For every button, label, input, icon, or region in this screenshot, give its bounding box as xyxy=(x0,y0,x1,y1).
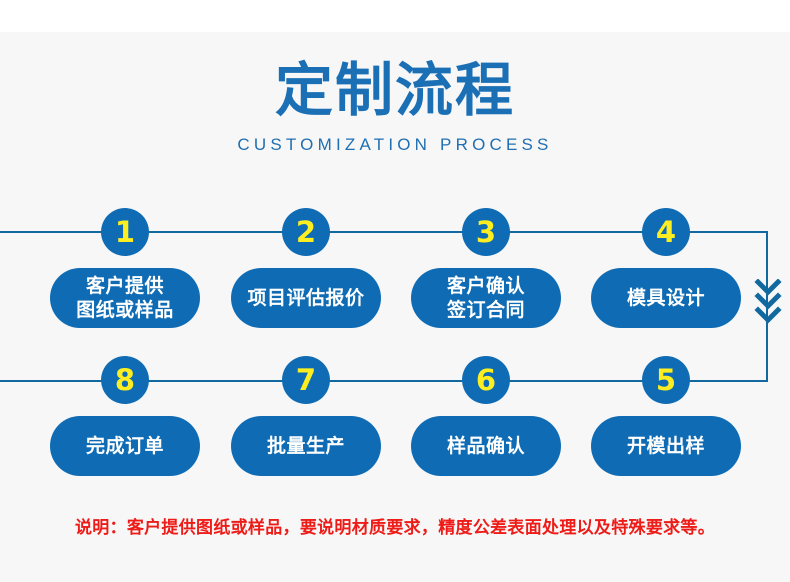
step-label-pill[interactable]: 客户提供 图纸或样品 xyxy=(50,268,200,328)
flow-step-1[interactable]: 1 客户提供 图纸或样品 xyxy=(50,208,200,338)
flow-step-8[interactable]: 8 完成订单 xyxy=(50,356,200,486)
step-number-badge: 5 xyxy=(642,356,690,404)
flow-step-6[interactable]: 6 样品确认 xyxy=(411,356,561,486)
flow-step-7[interactable]: 7 批量生产 xyxy=(231,356,381,486)
page-title: 定制流程 xyxy=(274,56,515,124)
step-label-pill[interactable]: 样品确认 xyxy=(411,416,561,476)
flow-step-3[interactable]: 3 客户确认 签订合同 xyxy=(411,208,561,338)
step-number-badge: 6 xyxy=(462,356,510,404)
flow-step-2[interactable]: 2 项目评估报价 xyxy=(231,208,381,338)
step-number-badge: 7 xyxy=(282,356,330,404)
step-number-badge: 2 xyxy=(282,208,330,256)
step-number-badge: 4 xyxy=(642,208,690,256)
step-label-pill[interactable]: 完成订单 xyxy=(50,416,200,476)
step-number-badge: 8 xyxy=(101,356,149,404)
connector-line-bottom xyxy=(0,380,768,382)
flow-step-5[interactable]: 5 开模出样 xyxy=(591,356,741,486)
step-label-pill[interactable]: 客户确认 签订合同 xyxy=(411,268,561,328)
chevron-down-icon xyxy=(754,278,782,325)
step-number-badge: 3 xyxy=(462,208,510,256)
footer-note: 说明：客户提供图纸或样品，要说明材质要求，精度公差表面处理以及特殊要求等。 xyxy=(74,518,716,538)
step-label-pill[interactable]: 模具设计 xyxy=(591,268,741,328)
flow-row-bottom: 8 完成订单 7 批量生产 6 样品确认 5 开模出样 xyxy=(0,356,790,486)
flow-step-4[interactable]: 4 模具设计 xyxy=(591,208,741,338)
step-label-pill[interactable]: 项目评估报价 xyxy=(231,268,381,328)
step-number-badge: 1 xyxy=(101,208,149,256)
flow-row-top: 1 客户提供 图纸或样品 2 项目评估报价 3 客户确认 签订合同 4 模具设计 xyxy=(0,208,790,338)
header: 定制流程 CUSTOMIZATION PROCESS xyxy=(0,60,790,155)
step-label-pill[interactable]: 开模出样 xyxy=(591,416,741,476)
connector-line-top xyxy=(0,231,768,233)
step-label-pill[interactable]: 批量生产 xyxy=(231,416,381,476)
page-subtitle: CUSTOMIZATION PROCESS xyxy=(237,134,553,154)
